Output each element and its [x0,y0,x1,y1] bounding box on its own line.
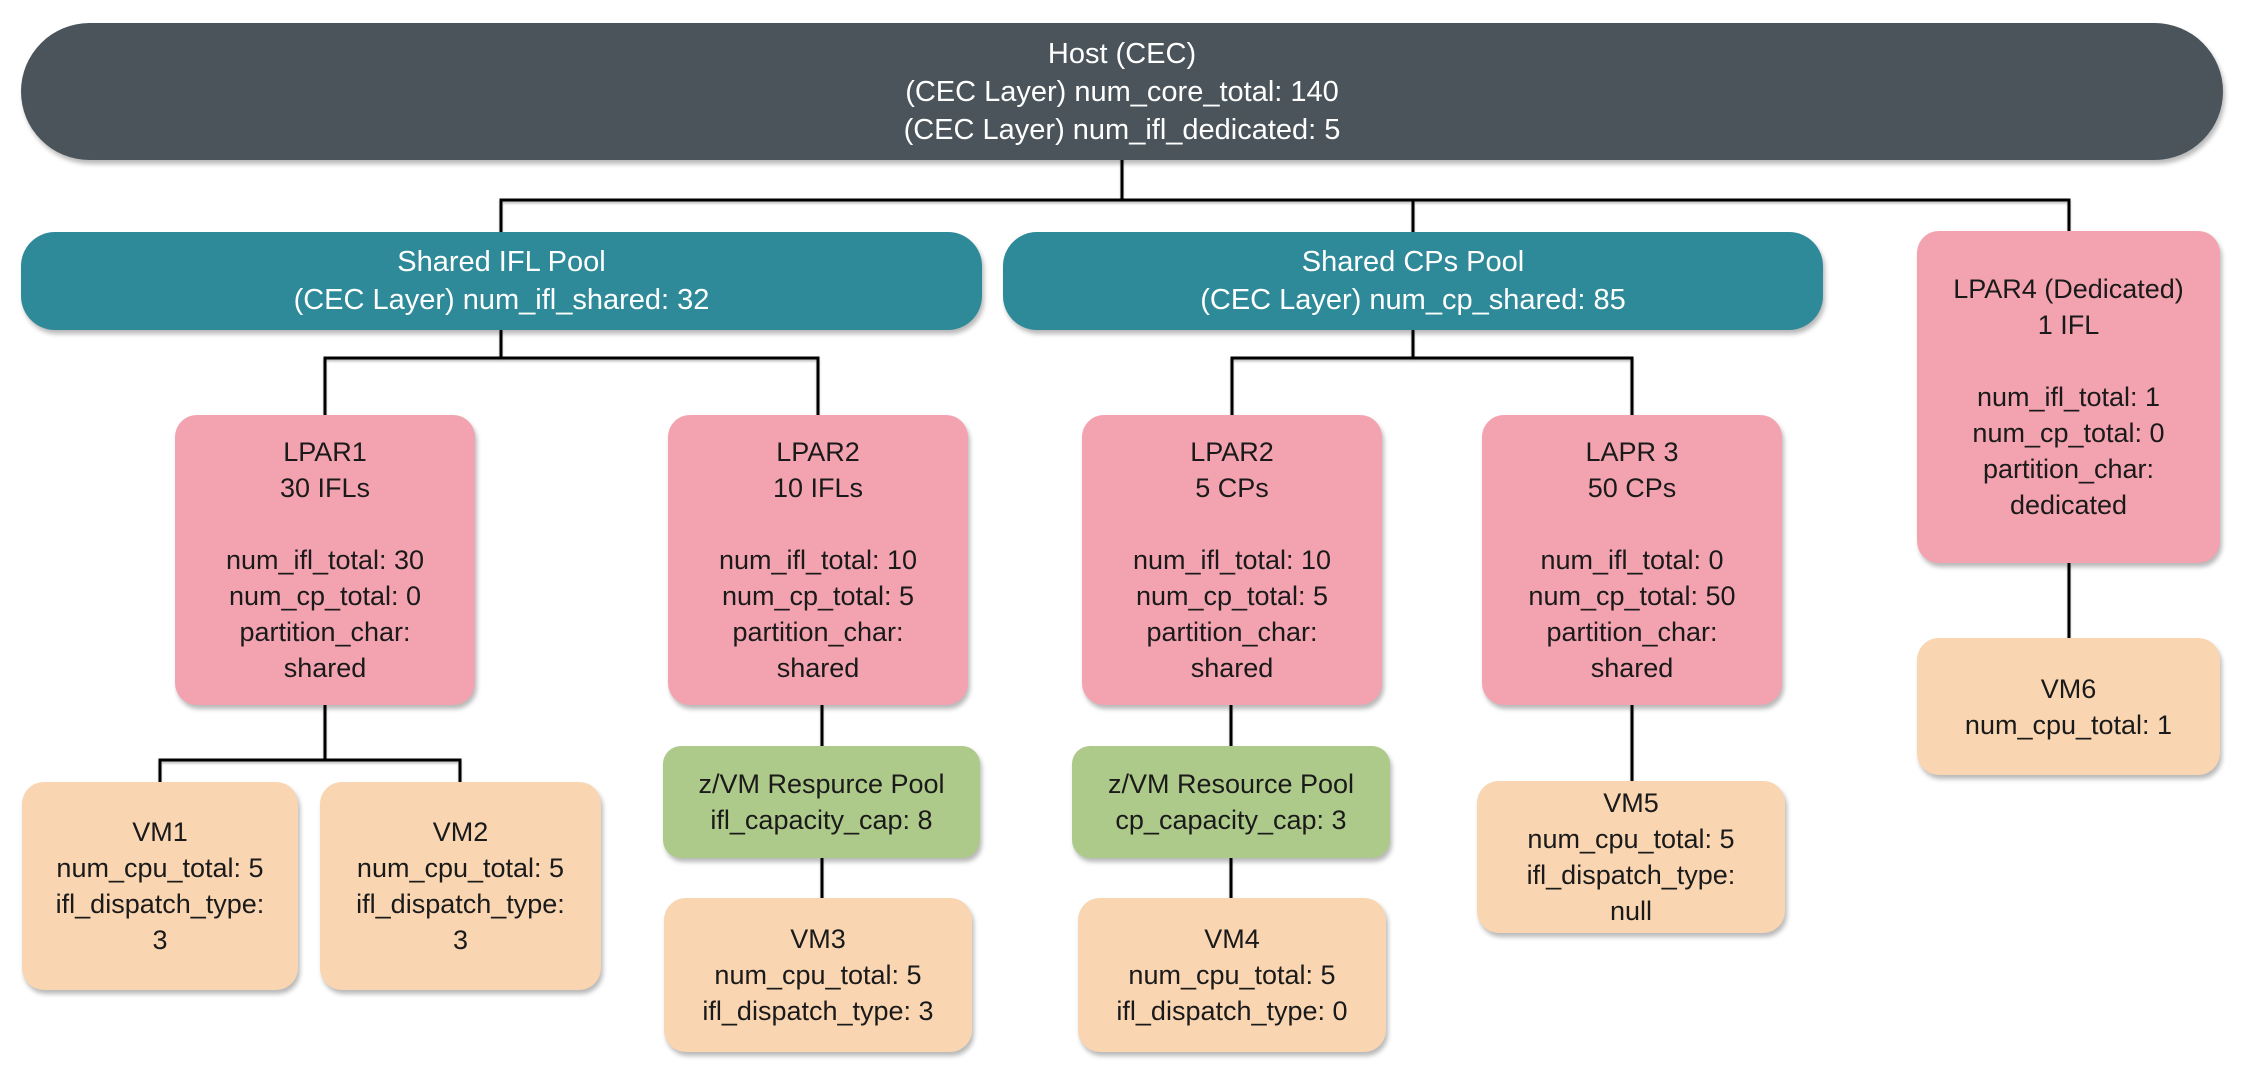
vm4-node: VM4 num_cpu_total: 5 ifl_dispatch_type: … [1078,898,1386,1052]
vm1-node: VM1 num_cpu_total: 5 ifl_dispatch_type: … [22,782,298,990]
zvm-resource-pool-ifl-node: z/VM Respurce Pool ifl_capacity_cap: 8 [663,746,980,858]
vm5-node: VM5 num_cpu_total: 5 ifl_dispatch_type: … [1477,781,1785,933]
lpar1-node: LPAR1 30 IFLs num_ifl_total: 30 num_cp_t… [175,415,475,705]
vm6-node: VM6 num_cpu_total: 1 [1917,638,2220,775]
connector-cps-pool-to-lpars [1230,330,1634,415]
lpar4-dedicated-node: LPAR4 (Dedicated) 1 IFL num_ifl_total: 1… [1917,231,2220,563]
lpar2-ifl-node: LPAR2 10 IFLs num_ifl_total: 10 num_cp_t… [668,415,968,705]
lpar2-cp-node: LPAR2 5 CPs num_ifl_total: 10 num_cp_tot… [1082,415,1382,705]
lapr3-node: LAPR 3 50 CPs num_ifl_total: 0 num_cp_to… [1482,415,1782,705]
vm3-node: VM3 num_cpu_total: 5 ifl_dispatch_type: … [664,898,972,1052]
shared-cps-pool-node: Shared CPs Pool (CEC Layer) num_cp_share… [1003,232,1823,330]
vm2-node: VM2 num_cpu_total: 5 ifl_dispatch_type: … [320,782,601,990]
shared-ifl-pool-node: Shared IFL Pool (CEC Layer) num_ifl_shar… [21,232,982,330]
connector-lpar1-to-vms [158,705,462,782]
connector-host-to-children [499,155,2071,232]
zvm-resource-pool-cp-node: z/VM Resource Pool cp_capacity_cap: 3 [1072,746,1390,858]
host-cec-node: Host (CEC) (CEC Layer) num_core_total: 1… [21,23,2223,160]
connector-ifl-pool-to-lpars [323,330,820,415]
